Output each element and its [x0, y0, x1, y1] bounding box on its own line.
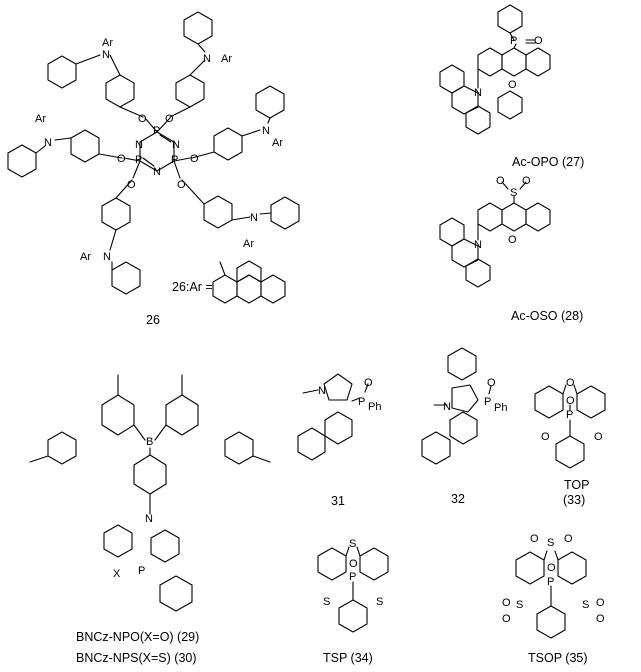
- atom-n-28: N: [474, 239, 482, 251]
- atom-n-ring-1: N: [135, 139, 143, 151]
- atom-o-35e: O: [502, 613, 511, 625]
- label-34: TSP (34): [323, 651, 373, 665]
- atom-p-34: P: [349, 571, 356, 583]
- atom-o-35d: O: [502, 597, 511, 609]
- atom-o-1: O: [138, 113, 147, 125]
- atom-o-4: O: [117, 153, 126, 165]
- atom-o-35g: O: [596, 613, 605, 625]
- atom-ar-5: Ar: [80, 251, 91, 263]
- atom-o-28b: O: [522, 175, 531, 187]
- atom-n-ring-2: N: [172, 139, 180, 151]
- atom-o-3: O: [190, 153, 199, 165]
- label-28: Ac-OSO (28): [511, 309, 583, 323]
- atom-o-32: O: [487, 377, 496, 389]
- atom-o-33a: O: [566, 377, 575, 389]
- label-33-name: TOP: [564, 478, 589, 492]
- structure-33: [534, 384, 606, 469]
- atom-o-28c: O: [508, 234, 517, 246]
- structure-26: [7, 11, 300, 304]
- atom-p-27: P: [510, 35, 517, 47]
- atom-o-31: O: [364, 377, 373, 389]
- label-26: 26: [146, 313, 160, 327]
- atom-n-2: N: [203, 53, 211, 65]
- atom-ar-2: Ar: [221, 53, 232, 65]
- atom-n-6: N: [250, 212, 258, 224]
- atom-n-29: N: [145, 513, 153, 525]
- atom-n-3: N: [262, 125, 270, 137]
- structure-35: [515, 550, 587, 639]
- atom-p-32: P: [484, 396, 491, 408]
- label-31: 31: [331, 494, 345, 508]
- atom-ar-3: Ar: [272, 137, 283, 149]
- atom-ph-32: Ph: [494, 402, 507, 414]
- atom-s-34a: S: [349, 538, 356, 550]
- label-32: 32: [451, 492, 465, 506]
- atom-p-31: P: [358, 396, 365, 408]
- atom-o-33b: O: [566, 395, 575, 407]
- structure-28: [439, 181, 551, 288]
- label-29: BNCz-NPO(X=O) (29): [76, 630, 199, 644]
- atom-ar-1: Ar: [102, 37, 113, 49]
- atom-o-28a: O: [496, 175, 505, 187]
- atom-o-33c: O: [541, 431, 550, 443]
- atom-n-1: N: [102, 49, 110, 61]
- atom-ar-4: Ar: [35, 113, 46, 125]
- structure-31: [297, 373, 369, 461]
- atom-n-27: N: [474, 87, 482, 99]
- atom-o-35f: O: [596, 597, 605, 609]
- label-30: BNCz-NPS(X=S) (30): [76, 651, 197, 665]
- label-35: TSOP (35): [528, 651, 588, 665]
- atom-p-1: P: [153, 125, 160, 137]
- atom-p-3: P: [135, 154, 142, 166]
- structure-34: [317, 546, 389, 633]
- atom-ph-31: Ph: [368, 401, 381, 413]
- atom-p-29: P: [138, 565, 145, 577]
- atom-n-31: N: [318, 385, 326, 397]
- structure-27: [439, 4, 551, 135]
- atom-n-5: N: [103, 251, 111, 263]
- atom-b-29: B: [146, 436, 153, 448]
- atom-o-5: O: [127, 179, 136, 191]
- atom-p-35: P: [547, 576, 554, 588]
- label-33-number: (33): [563, 493, 585, 507]
- atom-o-35c: O: [547, 562, 556, 574]
- atom-n-ring-3: N: [153, 166, 161, 178]
- atom-p-33: P: [566, 409, 573, 421]
- atom-n-32: N: [443, 401, 451, 413]
- structure-32: [421, 347, 492, 465]
- atom-o-6: O: [177, 179, 186, 191]
- atom-ar-6: Ar: [243, 238, 254, 250]
- label-27: Ac-OPO (27): [512, 155, 584, 169]
- atom-s-28: S: [510, 187, 517, 199]
- atom-o-27a: O: [534, 35, 543, 47]
- atom-n-4: N: [44, 137, 52, 149]
- ar-definition-label: 26:Ar =: [172, 280, 213, 294]
- atom-o-34: O: [349, 558, 358, 570]
- atom-o-27b: O: [508, 79, 517, 91]
- atom-o-2: O: [165, 113, 174, 125]
- atom-s-34c: S: [376, 596, 383, 608]
- atom-o-35b: O: [564, 533, 573, 545]
- atom-s-35a: S: [547, 537, 554, 549]
- atom-o-35a: O: [530, 533, 539, 545]
- structure-29-30: [29, 374, 271, 612]
- atom-o-33d: O: [594, 431, 603, 443]
- atom-x-29: X: [113, 568, 121, 580]
- atom-p-2: P: [171, 154, 178, 166]
- atom-s-34b: S: [323, 596, 330, 608]
- atom-s-35c: S: [582, 599, 589, 611]
- atom-s-35b: S: [516, 599, 523, 611]
